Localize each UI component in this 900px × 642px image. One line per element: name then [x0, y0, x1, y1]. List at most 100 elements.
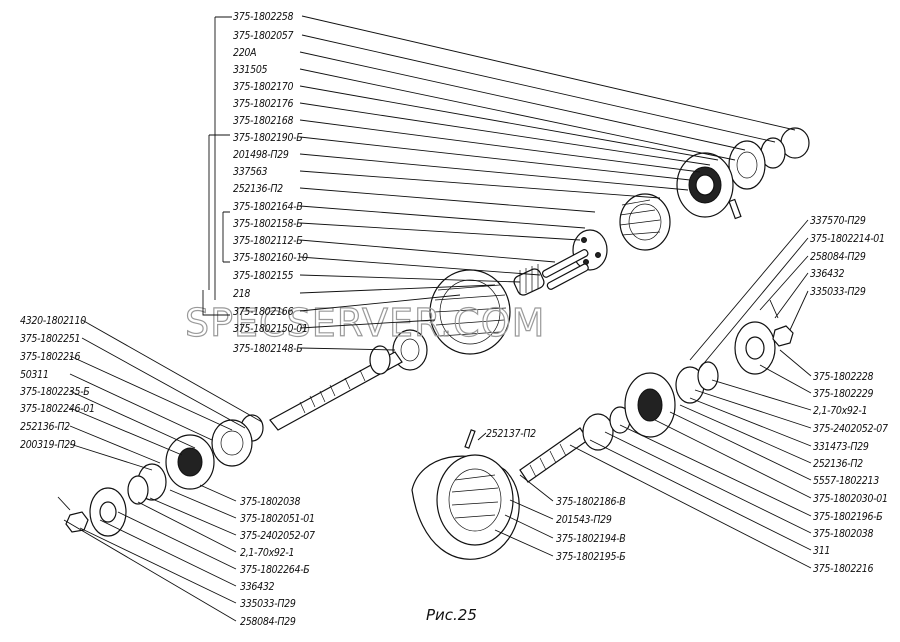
- part-label: 375-1802229: [813, 388, 873, 400]
- part-label: 337570-П29: [810, 215, 866, 227]
- leader-line: [654, 419, 812, 499]
- leader-line: [779, 349, 812, 377]
- part-label: 335033-П29: [810, 286, 866, 298]
- leader-line: [81, 337, 246, 429]
- part-label: 375-1802251: [20, 333, 80, 345]
- part-label: 375-1802168: [233, 115, 293, 127]
- part-label: 375-1802186-В: [556, 496, 626, 508]
- leader-line: [299, 68, 736, 161]
- part-label: 375-1802190-Б: [233, 132, 303, 144]
- leader-line: [299, 170, 661, 199]
- leader-line: [79, 527, 237, 604]
- leader-line: [69, 390, 196, 449]
- part-label: 375-1802051-01: [240, 513, 315, 525]
- part-nut-left: [65, 511, 89, 533]
- leader-line: [299, 256, 541, 276]
- part-label: 252136-П2: [813, 458, 863, 470]
- part-cotter-left: [57, 496, 71, 511]
- part-label: 258084-П29: [810, 251, 866, 263]
- leader-line: [299, 153, 689, 191]
- part-label: 331473-П29: [813, 441, 869, 453]
- leader-line: [69, 407, 183, 456]
- part-label: 375-1802228: [813, 371, 873, 383]
- part-label: 311: [813, 545, 830, 557]
- part-bolt-mid: [464, 429, 476, 449]
- part-label: 375-1802264-Б: [240, 564, 310, 576]
- leader-line: [301, 34, 776, 143]
- leader-line: [679, 404, 812, 464]
- part-label: 375-1802216: [813, 563, 873, 575]
- leader-line: [299, 222, 581, 241]
- leader-line: [69, 443, 153, 471]
- leader-line: [504, 514, 554, 539]
- part-label: 201498-П29: [233, 149, 289, 161]
- leader-line: [689, 219, 809, 361]
- leader-line: [299, 136, 691, 181]
- part-label: 375-1802246-01: [20, 403, 95, 415]
- part-label: 375-1802195-Б: [556, 551, 626, 563]
- part-label: 218: [233, 288, 250, 300]
- leader-line: [694, 389, 812, 429]
- part-label: 252136-П2: [20, 421, 70, 433]
- part-label: 375-1802148-Б: [233, 343, 303, 355]
- leader-line: [299, 284, 496, 294]
- leader-line: [99, 519, 237, 587]
- part-label: 375-1802057: [233, 30, 293, 42]
- leader-line: [509, 499, 554, 520]
- leader-line: [519, 474, 554, 502]
- leader-line: [149, 497, 237, 536]
- part-label: 375-1802112-Б: [233, 235, 303, 247]
- part-label: 375-1802216: [20, 351, 80, 363]
- leader-line: [301, 15, 796, 131]
- leader-line: [299, 102, 711, 166]
- leader-line: [299, 51, 746, 151]
- leader-line: [619, 424, 812, 517]
- figure-caption: Рис.25: [426, 606, 477, 624]
- leader-line: [494, 529, 554, 557]
- part-label: 4320-1802110: [20, 315, 86, 327]
- leader-line: [63, 519, 237, 622]
- leader-line: [711, 379, 812, 411]
- leader-line: [299, 119, 701, 173]
- leader-line: [589, 439, 812, 551]
- part-planet-gear: [513, 268, 545, 296]
- part-housing-mid: [436, 454, 514, 546]
- part-label: 375-1802235-Б: [20, 386, 90, 398]
- part-label: 336432: [810, 268, 845, 280]
- leader-line: [299, 239, 556, 263]
- leader-line: [759, 364, 812, 394]
- part-label: 375-1802038: [240, 496, 300, 508]
- leader-line: [569, 444, 812, 569]
- part-label: 337563: [233, 166, 268, 178]
- leader-line: [117, 511, 237, 570]
- part-label: 375-1802160-10: [233, 252, 308, 264]
- part-label: 2,1-70х92-1: [813, 405, 867, 417]
- leader-line: [699, 237, 809, 369]
- part-nut-right: [772, 325, 794, 347]
- part-label: 375-1802150-01: [233, 323, 308, 335]
- part-label: 335033-П29: [240, 598, 296, 610]
- part-label: 5557-1802213: [813, 475, 879, 487]
- part-label: 220А: [233, 47, 256, 59]
- part-planet-pin-2: [546, 263, 589, 290]
- leader-line: [81, 319, 263, 423]
- watermark: SPECSERVER.COM: [185, 301, 545, 345]
- bracket-line: [202, 16, 232, 316]
- part-label: 2,1-70х92-1: [240, 547, 294, 559]
- part-label: 200319-П29: [20, 439, 76, 451]
- part-bearing-mid2: [582, 413, 614, 451]
- part-label: 258084-П29: [240, 616, 296, 628]
- leader-line: [604, 431, 812, 534]
- part-label: 375-1802214-01: [810, 233, 885, 245]
- part-label: 375-1802038: [813, 528, 873, 540]
- part-label: 375-1802258: [233, 11, 293, 23]
- leader-line: [69, 373, 213, 441]
- leader-line: [299, 274, 521, 283]
- leader-line: [689, 397, 812, 447]
- part-carrier-plate: [572, 229, 608, 271]
- leader-line: [759, 255, 809, 311]
- part-label: 252137-П2: [486, 428, 536, 440]
- leader-line: [299, 85, 719, 161]
- leader-line: [789, 290, 809, 331]
